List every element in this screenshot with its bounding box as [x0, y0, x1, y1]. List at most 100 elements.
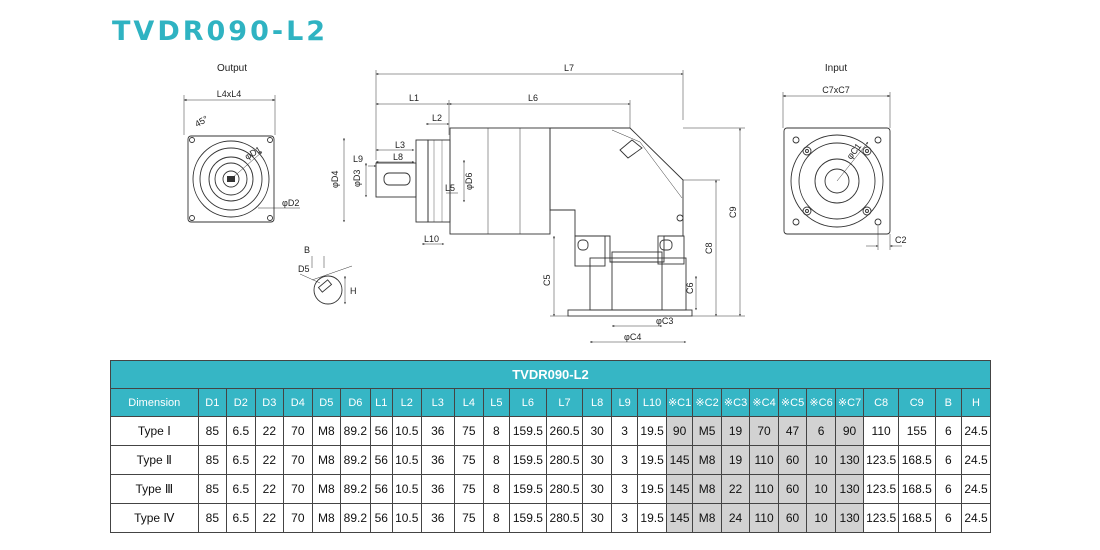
column-header: ※C6 [806, 388, 836, 417]
column-header: L4 [454, 388, 484, 417]
table-cell: 22 [720, 474, 751, 504]
dim-c3: φC3 [656, 316, 673, 326]
column-header: D6 [340, 388, 371, 417]
column-header: L7 [545, 388, 584, 417]
table-cell: M8 [311, 416, 342, 446]
table-cell: 145 [665, 503, 694, 533]
table-cell: 168.5 [897, 474, 936, 504]
table-cell: 6 [934, 416, 963, 446]
table-cell: 36 [420, 503, 456, 533]
table-cell: 130 [834, 474, 865, 504]
table-cell: 19.5 [637, 445, 667, 475]
table-cell: 280.5 [545, 445, 584, 475]
table-cell: 89.2 [340, 474, 371, 504]
column-header: D5 [311, 388, 342, 417]
dim-l10: L10 [424, 234, 439, 244]
column-header: L8 [582, 388, 612, 417]
table-cell: 8 [482, 503, 511, 533]
table-cell: 130 [834, 503, 865, 533]
table-cell: M8 [311, 445, 342, 475]
table-cell: 89.2 [340, 503, 371, 533]
table-cell: 10 [806, 474, 836, 504]
table-cell: 56 [369, 503, 394, 533]
dim-c5: C5 [542, 274, 552, 286]
dim-c2: C2 [895, 235, 907, 245]
column-header: ※C3 [720, 388, 751, 417]
table-cell: 70 [283, 503, 313, 533]
table-cell: 36 [420, 445, 456, 475]
table-cell: 8 [482, 416, 511, 446]
table-cell: 90 [665, 416, 694, 446]
table-cell: M8 [311, 474, 342, 504]
table-cell: 3 [610, 474, 639, 504]
column-header: L2 [392, 388, 422, 417]
table-cell: 168.5 [897, 445, 936, 475]
table-cell: 6.5 [226, 503, 256, 533]
table-cell: 85 [197, 474, 228, 504]
table-cell: 30 [582, 474, 612, 504]
table-cell: 6 [934, 503, 963, 533]
table-cell: 60 [777, 474, 808, 504]
table-cell: 70 [283, 416, 313, 446]
table-cell: 168.5 [897, 503, 936, 533]
dim-l2: L2 [432, 113, 442, 123]
table-cell: 19.5 [637, 503, 667, 533]
table-cell: 110 [749, 445, 779, 475]
table-cell: 130 [834, 445, 865, 475]
table-cell: 3 [610, 445, 639, 475]
table-cell: 110 [749, 474, 779, 504]
table-cell: 110 [749, 503, 779, 533]
column-header: ※C1 [665, 388, 694, 417]
dim-d6: φD6 [464, 173, 474, 190]
dim-d4: φD4 [330, 171, 340, 188]
side-view: L7 L1 L6 L2 L3 L8 L9 φD4 φD3 L5 φD6 L10 [330, 63, 745, 343]
table-cell: 280.5 [545, 474, 584, 504]
column-header-dimension: Dimension [110, 388, 199, 417]
table-cell: M8 [692, 445, 722, 475]
table-cell: 10.5 [392, 445, 422, 475]
table-cell: 24.5 [961, 474, 991, 504]
table-cell: 56 [369, 445, 394, 475]
table-cell: 123.5 [863, 503, 899, 533]
table-cell: 8 [482, 474, 511, 504]
table-cell: 260.5 [545, 416, 584, 446]
table-cell: 6.5 [226, 474, 256, 504]
table-cell: 30 [582, 416, 612, 446]
row-label: Type Ⅲ [110, 474, 199, 504]
table-cell: 24.5 [961, 503, 991, 533]
table-cell: 90 [834, 416, 865, 446]
table-cell: 10.5 [392, 503, 422, 533]
table-cell: 3 [610, 503, 639, 533]
column-header: B [934, 388, 963, 417]
product-title: TVDR090-L2 [112, 16, 329, 47]
input-caption: Input [825, 63, 847, 74]
column-header: L3 [420, 388, 456, 417]
table-cell: 159.5 [509, 445, 547, 475]
column-header: D1 [197, 388, 228, 417]
table-cell: 75 [454, 416, 484, 446]
dim-b: B [304, 245, 310, 255]
dim-c8: C8 [704, 242, 714, 254]
table-cell: 85 [197, 503, 228, 533]
row-label: Type Ⅱ [110, 445, 199, 475]
table-cell: M5 [692, 416, 722, 446]
table-cell: 19.5 [637, 474, 667, 504]
dim-d3: φD3 [352, 170, 362, 187]
output-caption: Output [217, 63, 247, 74]
table-cell: 75 [454, 503, 484, 533]
table-cell: 10.5 [392, 416, 422, 446]
column-header: ※C2 [692, 388, 722, 417]
table-cell: 19.5 [637, 416, 667, 446]
dim-c4: φC4 [624, 332, 641, 342]
dim-c7xc7: C7xC7 [822, 85, 850, 95]
table-cell: 56 [369, 474, 394, 504]
row-label: Type Ⅰ [110, 416, 199, 446]
table-cell: 159.5 [509, 416, 547, 446]
table-cell: 10.5 [392, 474, 422, 504]
input-flange [783, 127, 891, 235]
key-detail: B D5 H [298, 245, 357, 305]
